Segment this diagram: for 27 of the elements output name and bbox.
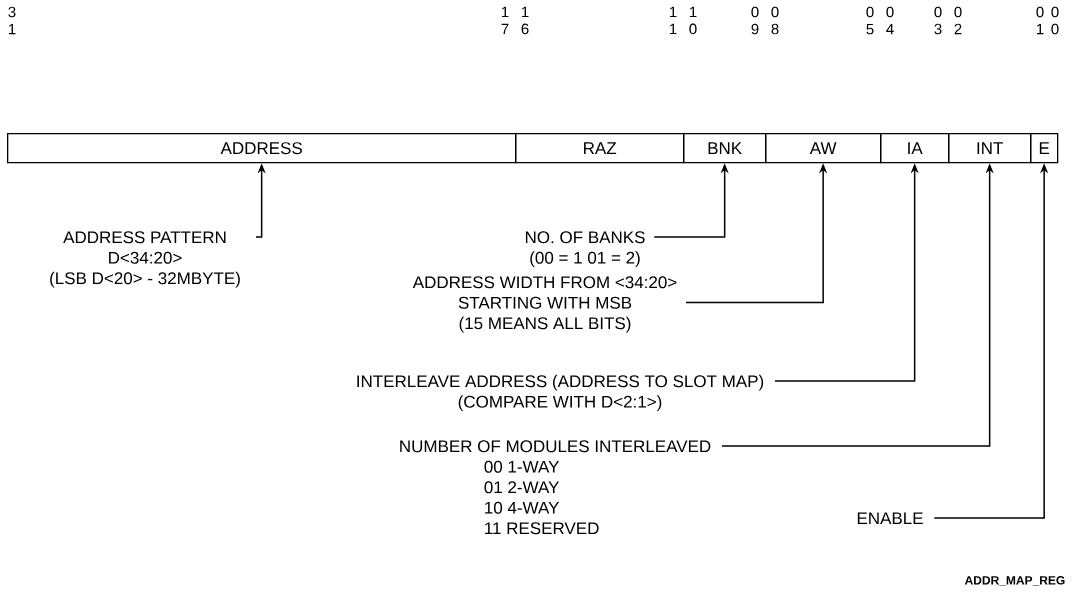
bit-number: 0 2 <box>954 6 962 35</box>
bit-number: 0 1 <box>1036 6 1044 35</box>
figure-id: ADDR_MAP_REG <box>964 576 1065 586</box>
register-field: INT <box>948 133 1032 164</box>
bit-number: 0 9 <box>751 6 759 35</box>
bit-number: 1 7 <box>501 6 509 35</box>
bit-number: 1 0 <box>689 6 697 35</box>
register-field: ADDRESS <box>7 133 517 164</box>
field-description: ADDRESS PATTERN D<34:20> (LSB D<20> - 32MBYTE) <box>50 231 240 288</box>
bit-number: 0 3 <box>934 6 942 35</box>
bit-number: 1 6 <box>521 6 529 35</box>
bit-number: 3 1 <box>8 6 16 35</box>
register-field: IA <box>880 133 950 164</box>
field-description: INTERLEAVE ADDRESS (ADDRESS TO SLOT MAP) (COMPARE WITH D<2:1>) <box>357 374 764 412</box>
register-field: E <box>1030 133 1059 164</box>
field-description: ENABLE <box>857 512 923 525</box>
bit-number: 0 8 <box>771 6 779 35</box>
field-description: ADDRESS WIDTH FROM <34:20> STARTING WITH MSB (15 MEANS ALL BITS) <box>412 276 677 333</box>
bit-number: 0 4 <box>886 6 894 35</box>
bit-number: 1 1 <box>670 6 677 35</box>
bit-number: 0 5 <box>866 6 874 35</box>
bit-number: 0 0 <box>1051 6 1059 35</box>
field-description: NUMBER OF MODULES INTERLEAVED 00 1-WAY 01 2-WAY 10 4-WAY 11 RESERVED <box>400 440 711 535</box>
field-description: NO. OF BANKS (00 = 1 01 = 2) <box>525 231 645 268</box>
register-field: RAZ <box>515 133 685 164</box>
register-field: AW <box>765 133 882 164</box>
register-field: BNK <box>683 133 767 164</box>
